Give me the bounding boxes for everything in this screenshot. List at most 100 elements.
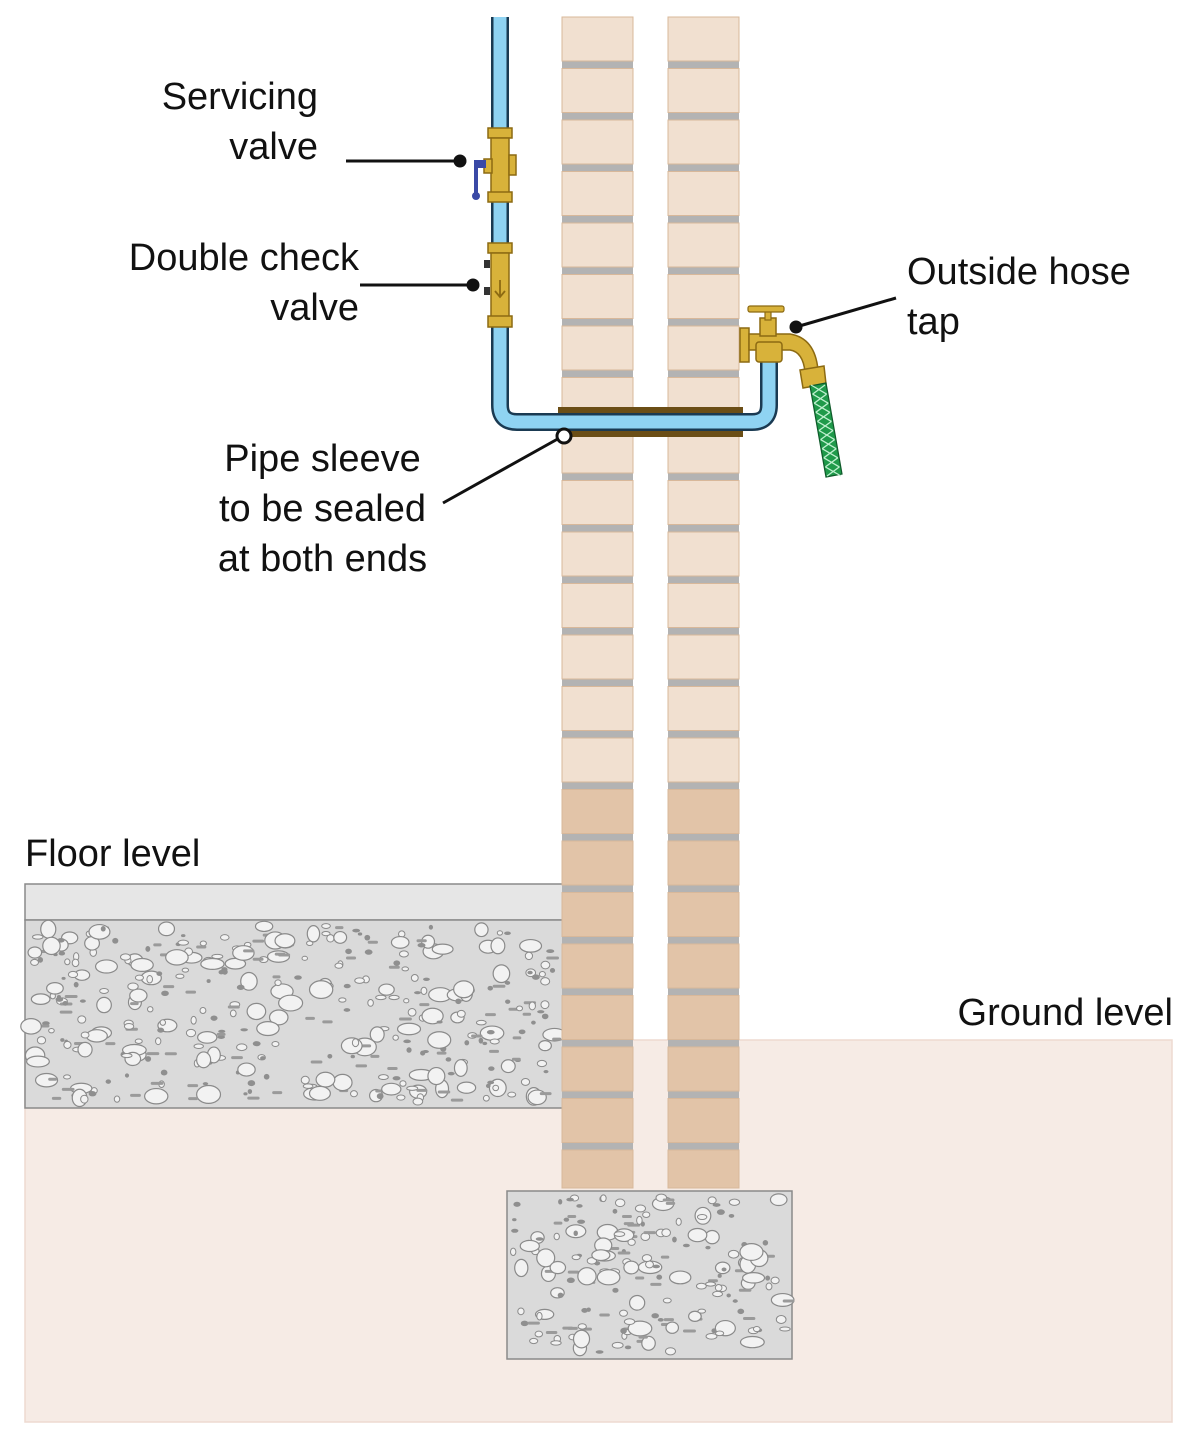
servicing-valve-label-line2: valve	[229, 126, 318, 168]
slab-grit-294	[549, 968, 556, 973]
slab-stone-274	[315, 1071, 336, 1088]
footing-pebble-182	[571, 1254, 581, 1261]
footing-fleck-181	[663, 1318, 674, 1322]
slab-fleck-37	[508, 1007, 519, 1011]
slab-grit-214	[423, 977, 430, 981]
hose-braid-pattern	[810, 384, 842, 477]
outer-brick-11	[667, 583, 740, 628]
slab-pebble-302	[410, 973, 419, 982]
footing-stone-95	[596, 1269, 621, 1286]
footing-fleck-62	[742, 1317, 756, 1321]
slab-grit-63	[243, 1092, 248, 1096]
slab-pebble-380	[407, 1007, 417, 1017]
slab-pebble-222	[536, 1059, 548, 1068]
inner-brick-6	[561, 325, 634, 371]
slab-fleck-126	[216, 1032, 226, 1036]
slab-pebble-335	[113, 1095, 121, 1103]
footing-stone-35	[769, 1193, 788, 1207]
footing-fleck-32	[610, 1247, 620, 1251]
slab-fleck-56	[489, 1049, 500, 1053]
slab-grit-139	[487, 985, 493, 991]
slab-pebble-262	[520, 1077, 531, 1086]
slab-pebble-240	[351, 1038, 360, 1048]
footing-fleck-36	[627, 1223, 641, 1227]
inner-brick-12	[561, 634, 634, 680]
slab-grit-7	[217, 1035, 225, 1039]
footing-grit-109	[762, 1240, 769, 1246]
slab-fleck-87	[130, 1093, 141, 1097]
slab-pebble-342	[80, 1094, 89, 1104]
slab-grit-206	[58, 951, 66, 956]
hose-braid-b-4	[818, 420, 832, 432]
slab-grit-51	[327, 1053, 333, 1059]
slab-stone-346	[246, 1002, 267, 1021]
hose-braid-b-1	[813, 393, 827, 404]
footing-fleck-169	[545, 1331, 558, 1335]
slab-stone-282	[538, 1039, 552, 1052]
slab-grit-320	[364, 949, 373, 955]
slab-grit-348	[420, 1050, 426, 1056]
inner-brick-2	[561, 119, 634, 165]
slab-grit-11	[488, 1066, 495, 1071]
slab-fleck-174	[450, 1098, 464, 1102]
footing-pebble-160	[536, 1311, 543, 1321]
hose-braid-b-6	[821, 439, 835, 450]
slab-fleck-152	[361, 1044, 372, 1048]
servicing-valve-label-line1: Servicing	[161, 76, 318, 118]
outer-brick-22	[667, 1149, 740, 1189]
footing-grit-87	[520, 1320, 529, 1327]
footing-grit-116	[657, 1318, 664, 1322]
slab-fleck-136	[367, 940, 378, 944]
slab-pebble-133	[396, 1094, 406, 1101]
flow-arrow-icon	[494, 280, 506, 299]
slab-pebble-289	[456, 1009, 466, 1018]
slab-stone-364	[308, 980, 334, 1000]
slab-pebble-24	[236, 1043, 248, 1052]
slab-grit-178	[504, 931, 511, 935]
outer-brick-1	[667, 68, 740, 113]
footing-stone-177	[739, 1242, 764, 1261]
inner-brick-14	[561, 737, 634, 783]
footing-stone-150	[687, 1227, 708, 1243]
slab-pebble-340	[301, 955, 308, 961]
garden-hose	[809, 382, 843, 478]
footing-pebble-128	[550, 1340, 562, 1346]
footing-grit-162	[652, 1264, 661, 1269]
slab-fleck-277	[539, 1092, 552, 1096]
slab-grit-331	[485, 1083, 491, 1089]
slab-stone-334	[369, 1026, 385, 1043]
slab-fleck-271	[522, 1012, 532, 1016]
slab-stone-230	[27, 946, 43, 959]
footing-fleck-22	[660, 1255, 670, 1259]
slab-fleck-387	[437, 1090, 451, 1094]
footing-fleck-70	[662, 1198, 675, 1202]
slab-stone-182	[30, 993, 51, 1005]
slab-grit-210	[55, 997, 64, 1002]
floor-concrete	[24, 919, 566, 1109]
water-supply-pipe-fill	[493, 17, 776, 429]
slab-fleck-231	[150, 1081, 164, 1085]
slab-pebble-239	[181, 967, 190, 973]
footing-grit-161	[620, 1327, 627, 1334]
slab-grit-345	[156, 971, 163, 976]
outside-hose-tap	[739, 305, 827, 389]
footing-grit-79	[672, 1236, 677, 1243]
inner-brick-21	[561, 1098, 634, 1143]
slab-pebble-259	[338, 997, 347, 1003]
footing-pebble-39	[611, 1341, 624, 1349]
slab-grit-321	[218, 1029, 226, 1033]
footing-fleck-30	[621, 1215, 632, 1219]
footing-pebble-43	[662, 1297, 672, 1304]
slab-stone-190	[340, 1037, 363, 1055]
footing-grit-183	[712, 1203, 721, 1207]
footing-grit-140	[721, 1267, 727, 1272]
footing-grit-156	[612, 1208, 618, 1214]
footing-fleck-178	[617, 1251, 631, 1255]
inner-brick-22	[561, 1149, 634, 1189]
slab-fleck-246	[492, 984, 506, 988]
slab-grit-217	[518, 1029, 526, 1035]
slab-pebble-384	[321, 931, 331, 937]
slab-grit-253	[236, 984, 245, 990]
slab-fleck-244	[231, 1056, 243, 1060]
